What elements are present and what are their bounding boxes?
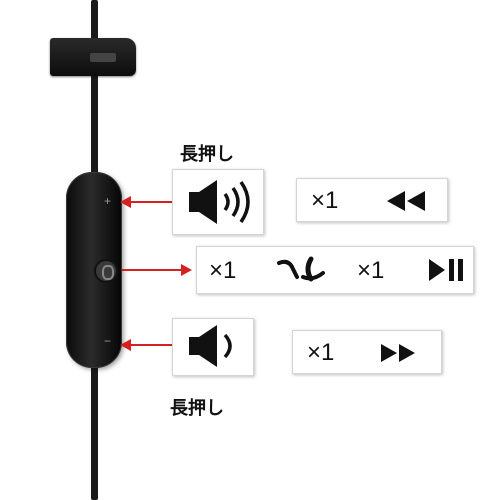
cable-lower <box>91 365 98 500</box>
play-pause-icon <box>429 259 463 281</box>
cable-upper <box>91 0 98 175</box>
arrow-middle-line <box>122 269 182 271</box>
volume-up-box <box>172 169 264 235</box>
fast-forward-icon <box>381 344 415 362</box>
volume-down-box <box>172 318 254 376</box>
arrow-bottom-line <box>128 344 172 346</box>
remote-multifunction-button[interactable] <box>94 259 118 283</box>
inline-remote: + − <box>66 172 122 368</box>
long-press-label-top: 長押し <box>180 144 234 164</box>
long-press-label-bottom: 長押し <box>170 398 224 418</box>
fast-forward-action-box: ×1 <box>292 330 442 374</box>
rewind-action-box: ×1 <box>296 178 448 222</box>
play-pause-press-count: ×1 <box>357 257 385 284</box>
fast-forward-press-count: ×1 <box>307 339 335 366</box>
arrow-top-head <box>120 196 131 208</box>
rewind-icon <box>387 191 425 211</box>
arrow-middle-head <box>181 264 192 276</box>
multifunction-action-box: ×1 ×1 <box>196 246 474 294</box>
cable-clip <box>50 38 136 76</box>
remote-minus-button[interactable]: − <box>104 334 112 348</box>
phone-call-icon <box>277 256 325 282</box>
call-press-count: ×1 <box>209 257 237 284</box>
volume-up-icon <box>189 180 250 224</box>
remote-plus-button[interactable]: + <box>104 194 112 208</box>
arrow-top-line <box>128 201 172 203</box>
arrow-bottom-head <box>120 339 131 351</box>
volume-down-icon <box>189 325 232 367</box>
clip-slot <box>90 53 116 62</box>
rewind-press-count: ×1 <box>311 187 339 214</box>
